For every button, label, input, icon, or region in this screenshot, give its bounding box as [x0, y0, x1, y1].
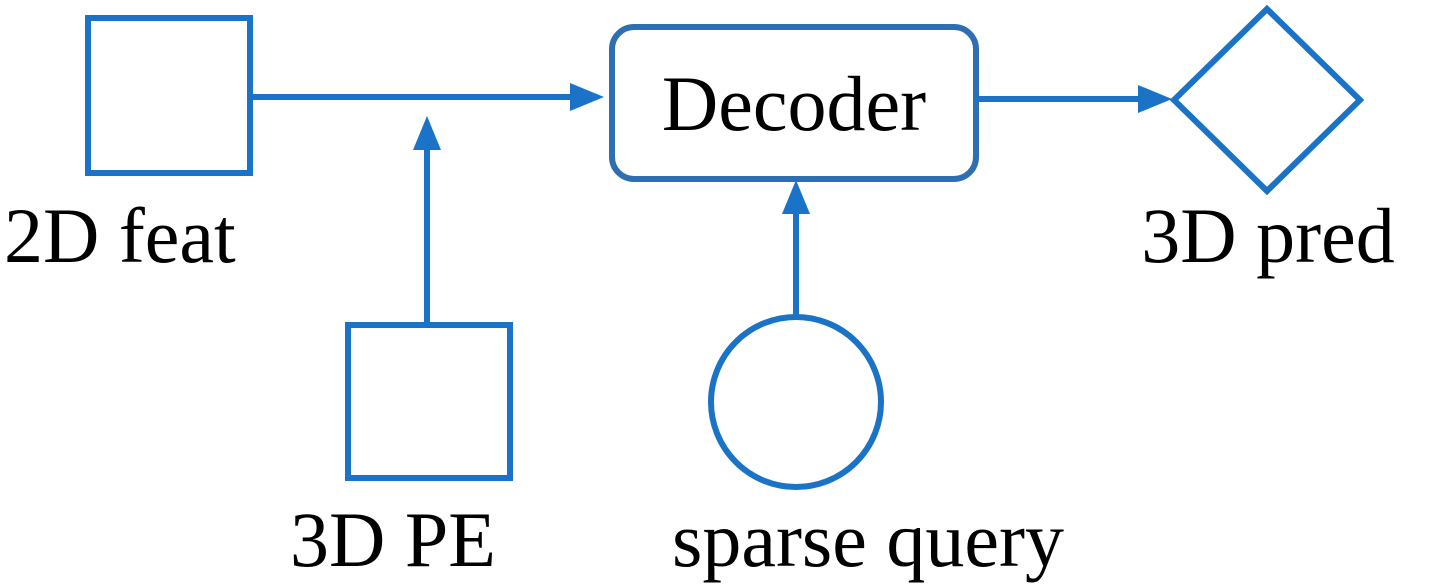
feat-node-shape: [85, 15, 253, 176]
arrowhead-decoder-left: [570, 83, 604, 111]
query-node-label: sparse query: [672, 496, 1064, 583]
pe-node-label: 3D PE: [290, 496, 496, 583]
feat-node-label: 2D feat: [4, 192, 236, 279]
query-node-shape: [708, 314, 884, 490]
decoder-node-label: Decoder: [662, 60, 926, 147]
pe-node-shape: [345, 322, 513, 481]
pred-node-label: 3D pred: [1141, 192, 1394, 279]
arrowhead-decoder-bottom: [782, 180, 810, 214]
arrowhead-pe-up: [413, 116, 441, 150]
arrowhead-pred-left: [1138, 85, 1172, 113]
pred-node-shape: [1169, 4, 1365, 196]
decoder-node-shape: [609, 24, 979, 182]
